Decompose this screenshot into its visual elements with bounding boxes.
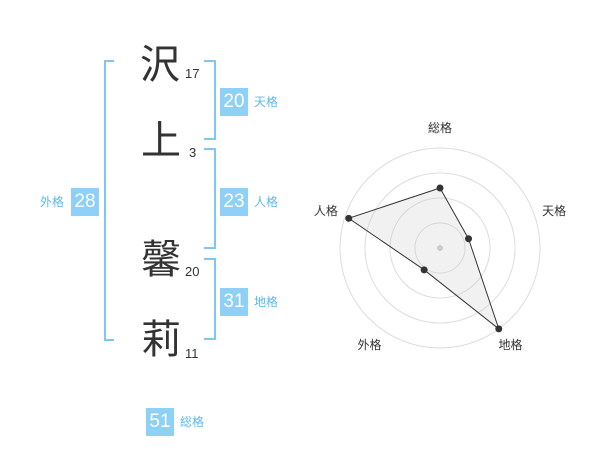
radar-ring-4 — [339, 147, 541, 349]
gaikaku-label: 外格 — [40, 195, 65, 209]
tenkaku-bracket — [204, 60, 216, 140]
jinkaku-value: 23 — [220, 188, 248, 216]
tenkaku-label: 天格 — [254, 95, 279, 109]
tenkaku-value: 20 — [220, 88, 248, 116]
radar-axis-label-3: 地格 — [498, 337, 522, 352]
radar-axis-label-4: 外格 — [357, 337, 381, 352]
radar-axis-label-1: 総格 — [428, 120, 452, 135]
radar-ring-1 — [414, 222, 466, 274]
name-char-4: 莉 — [141, 317, 181, 363]
radar-center — [437, 245, 443, 251]
radar-point-1 — [436, 184, 444, 192]
name-char-2: 上 — [141, 118, 181, 164]
radar-point-4 — [420, 266, 428, 274]
radar-point-3 — [495, 325, 503, 333]
radar-axis-label-2: 天格 — [542, 203, 566, 218]
soukaku-label: 総格 — [180, 415, 205, 429]
gaikaku-value: 28 — [71, 188, 99, 216]
chikaku-value: 31 — [220, 288, 248, 316]
gaikaku-bracket — [104, 60, 114, 341]
stroke-count-1: 17 — [185, 66, 200, 81]
stroke-count-2: 3 — [189, 145, 197, 160]
radar-axis-label-5: 人格 — [314, 203, 338, 218]
radar-point-2 — [465, 235, 473, 243]
chikaku-bracket — [204, 258, 216, 340]
radar-ring-2 — [389, 197, 491, 299]
stroke-count-4: 11 — [185, 346, 199, 361]
radar-polygon — [347, 187, 500, 331]
soukaku-value: 51 — [146, 408, 174, 436]
jinkaku-bracket — [204, 148, 216, 249]
radar-ring-3 — [364, 172, 516, 324]
jinkaku-label: 人格 — [254, 195, 279, 209]
name-char-3: 馨 — [141, 237, 181, 283]
stroke-count-3: 20 — [185, 264, 200, 279]
radar-point-5 — [345, 214, 353, 222]
chikaku-label: 地格 — [254, 295, 279, 309]
name-char-1: 沢 — [140, 42, 180, 88]
